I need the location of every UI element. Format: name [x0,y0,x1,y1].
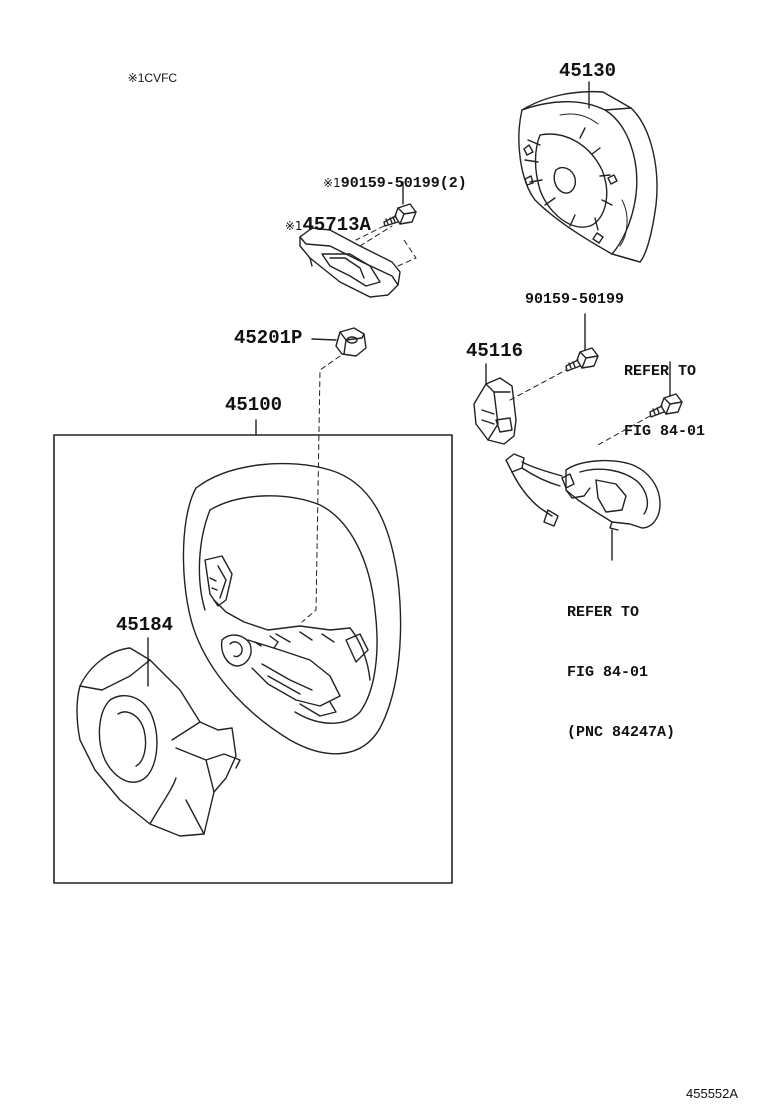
legend-mark: ※1 [127,71,145,85]
dash-nut-wheel [302,356,340,622]
label-45713a: ※145713A [262,197,371,235]
switch-45116 [474,378,516,444]
assembly-frame [54,435,452,883]
label-refer-bottom: REFER TO FIG 84-01 (PNC 84247A) [567,563,675,763]
nut-45201p [336,328,366,356]
label-45201p: 45201P [234,327,303,349]
bolt-middle [566,348,598,371]
leader-45201p [312,339,336,340]
label-45713a-text: 45713A [302,214,371,236]
label-refer-bottom-line1: REFER TO [567,604,640,621]
label-45184: 45184 [116,614,174,636]
legend-text: CVFC [144,71,178,85]
bolt-top [384,204,416,226]
label-bolt-top-mark: ※1 [323,176,341,190]
airbag-pad-45130 [519,92,657,262]
dash-cover-bolt [356,226,416,266]
column-cover-45184 [77,648,240,836]
cover-45713a [300,228,400,297]
harness-module [506,454,660,530]
steering-wheel-45100 [183,464,400,754]
dash-bolt-harness [596,416,650,446]
label-45713a-mark: ※1 [284,219,303,233]
label-refer-bottom-line2: FIG 84-01 [567,664,649,681]
legend: ※1CVFC [121,60,177,84]
label-refer-bottom-line3: (PNC 84247A) [567,724,676,741]
bolt-right [650,394,682,417]
label-45116: 45116 [466,340,524,362]
dash-switch-bolt [510,370,566,400]
label-45130: 45130 [559,60,617,82]
label-bolt-middle: 90159-50199 [525,291,625,308]
label-45100: 45100 [225,394,283,416]
label-bolt-top-text: 90159-50199(2) [340,175,467,192]
label-refer-top: REFER TO FIG 84-01 [624,322,705,462]
label-refer-top-line1: REFER TO [624,363,697,380]
label-refer-top-line2: FIG 84-01 [624,423,706,440]
figure-code: 455552A [686,1086,739,1101]
label-bolt-top: ※190159-50199(2) [305,161,467,191]
